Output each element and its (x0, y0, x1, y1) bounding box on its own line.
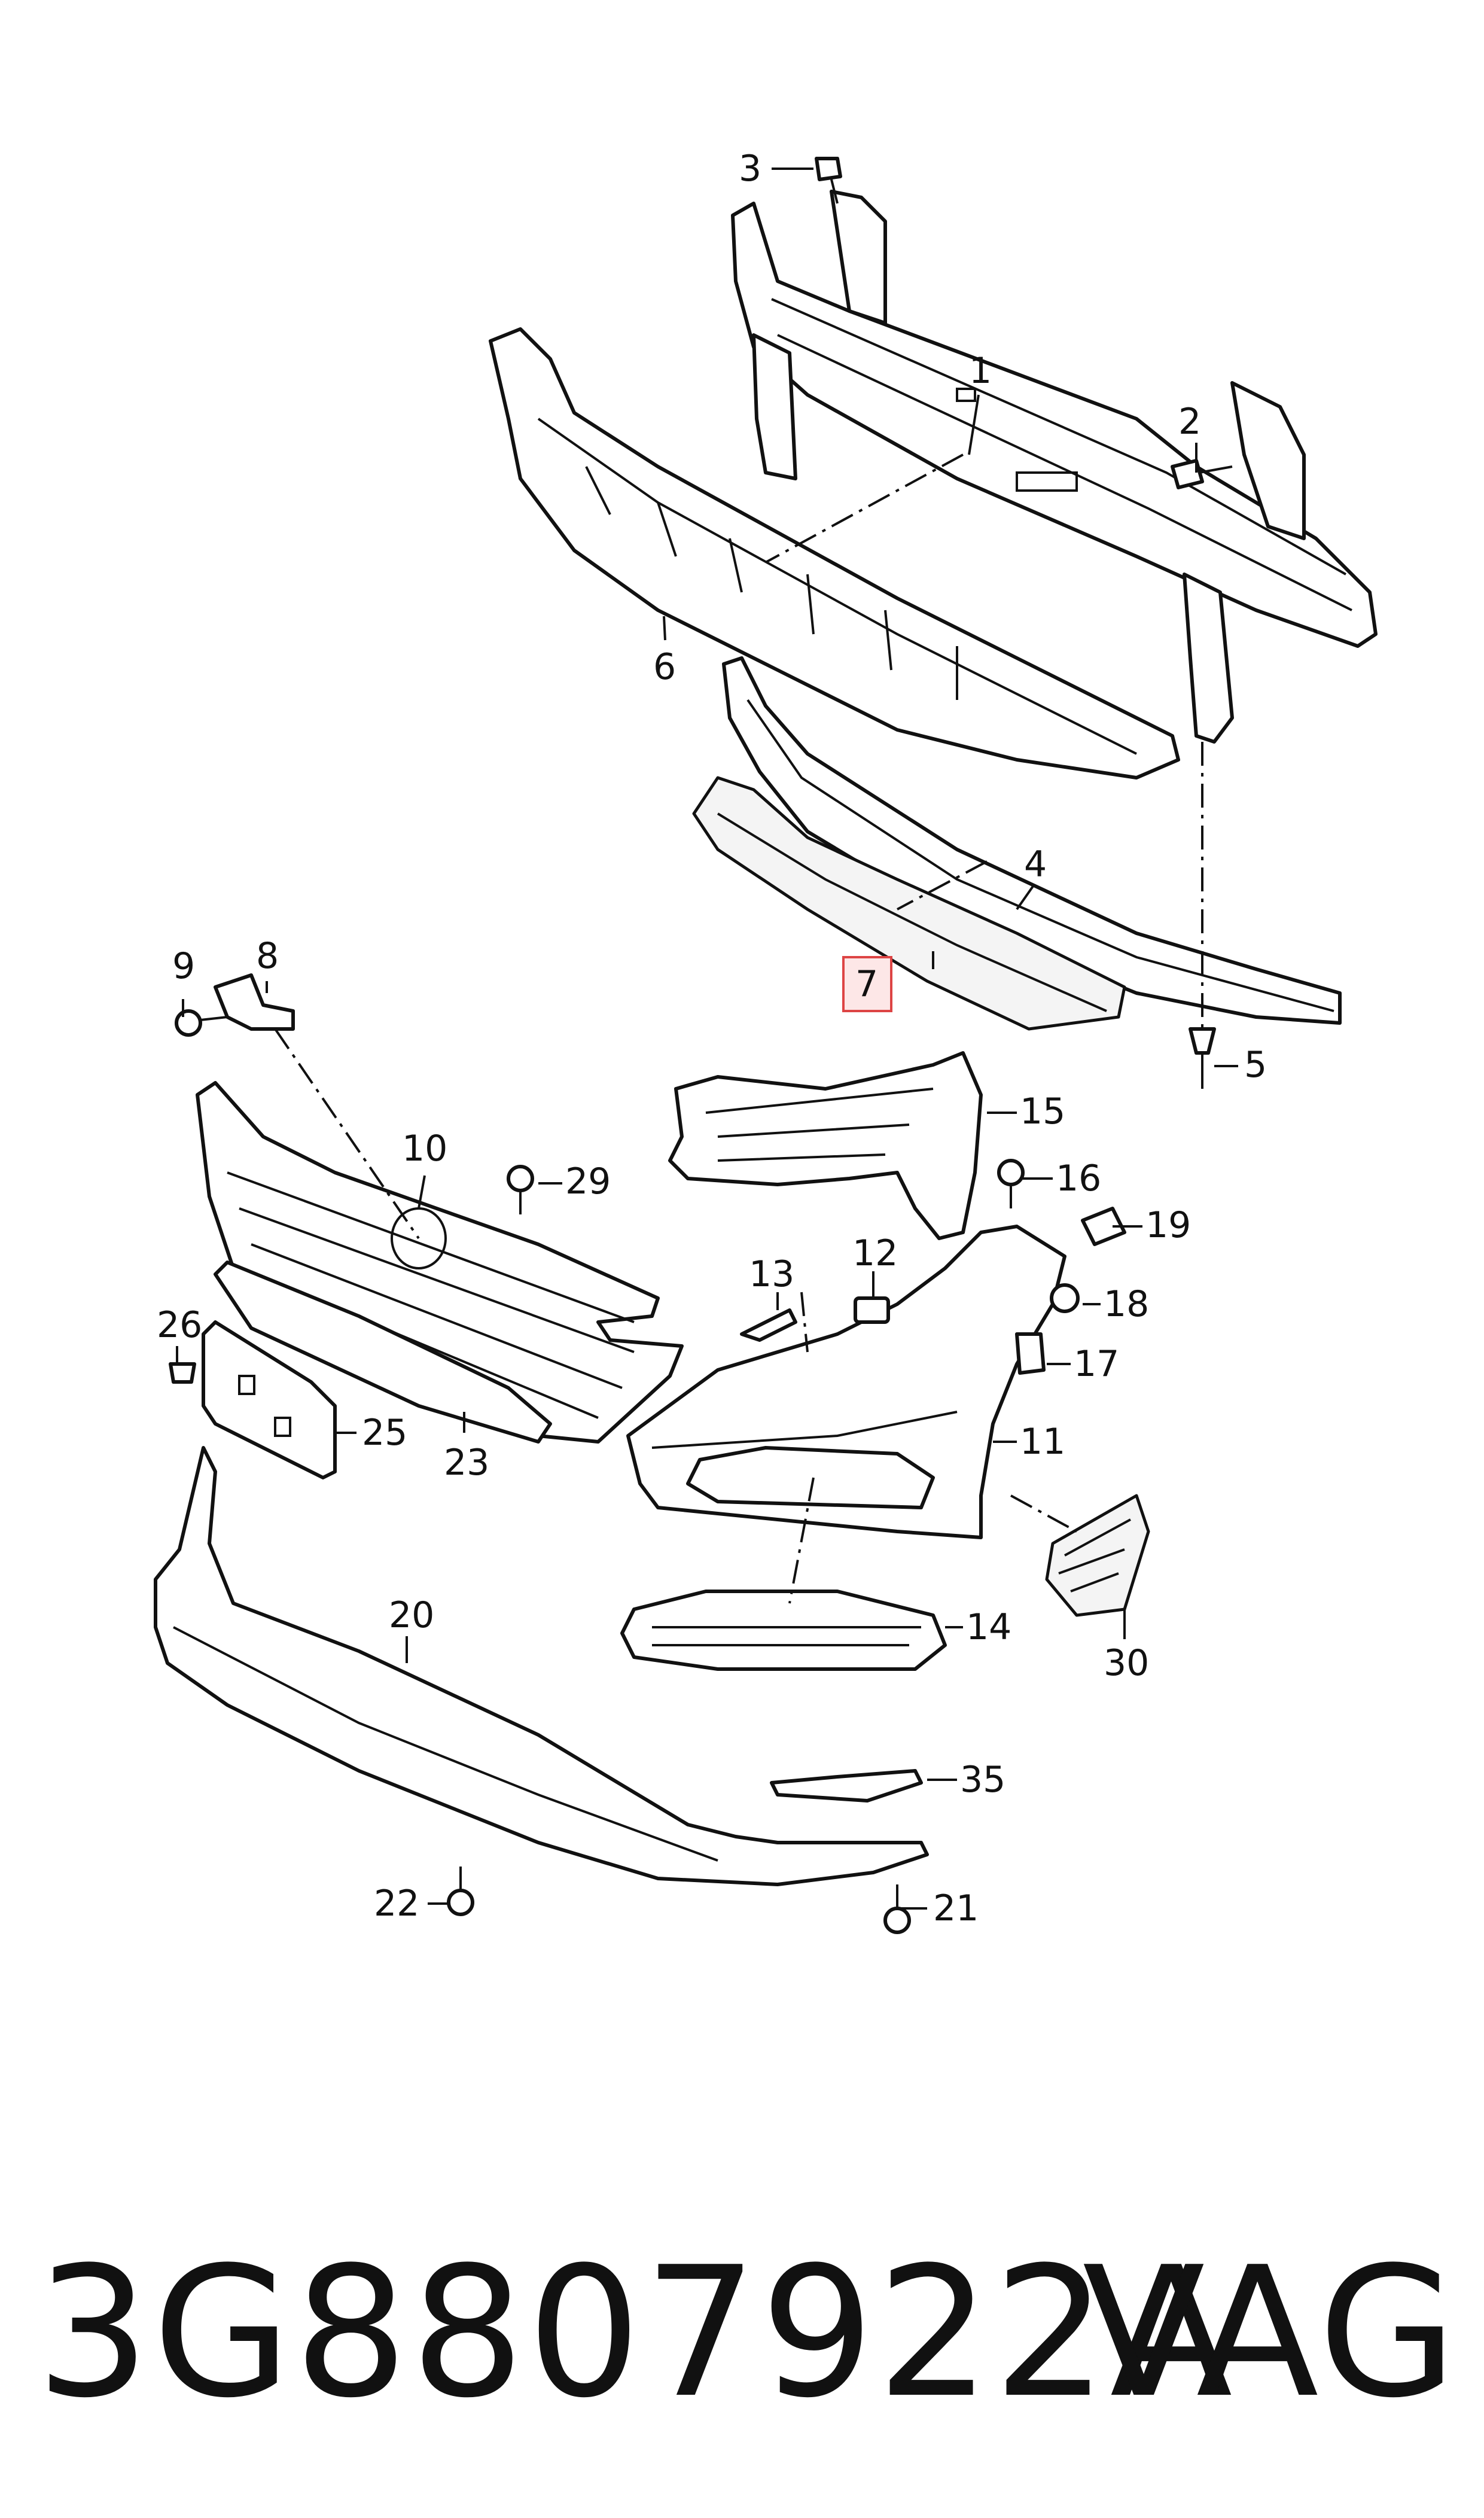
callout-15: 15 (1020, 1091, 1065, 1132)
part-25-plate-bracket (202, 1320, 337, 1479)
callout-19: 19 (1145, 1204, 1191, 1246)
callout-22: 22 (374, 1883, 419, 1925)
part-6-energy-absorber (489, 327, 1180, 780)
callout-6: 6 (653, 646, 676, 688)
part-20-lower-spoiler (154, 1446, 929, 1886)
leader-lines (176, 168, 1238, 1910)
part-info-footer: 3G8807922A VAG (36, 2225, 1459, 2441)
part-15-bracket (668, 1051, 983, 1240)
callout-labels: 3 1 2 6 4 5 7 8 9 10 29 15 16 19 12 13 1… (157, 148, 1267, 1929)
fastener-5-rivet (1189, 1027, 1216, 1089)
callout-9: 9 (172, 945, 195, 987)
callout-26: 26 (157, 1304, 202, 1346)
part-11-bumper-side (626, 1225, 1066, 1539)
part-23-grille-trim (214, 1260, 552, 1444)
fastener-26-clip (169, 1362, 196, 1384)
part-12-clip (854, 1296, 890, 1324)
part-1-bumper-beam (731, 190, 1378, 744)
fastener-17-clip (1015, 1332, 1046, 1375)
callout-30: 30 (1104, 1642, 1149, 1684)
callout-5: 5 (1244, 1044, 1267, 1086)
callout-7: 7 (855, 963, 878, 1005)
fastener-18-screw (1050, 1283, 1080, 1313)
callout-29: 29 (565, 1161, 611, 1202)
callout-35: 35 (960, 1759, 1005, 1801)
fastener-16-screw (997, 1159, 1025, 1208)
part-14-lower-grille (620, 1590, 947, 1671)
callout-4: 4 (1024, 844, 1047, 885)
callout-13: 13 (749, 1253, 794, 1295)
callout-20: 20 (389, 1594, 434, 1636)
callout-3: 3 (739, 148, 761, 190)
part-8-bracket (214, 973, 295, 1031)
fastener-19-clip (1081, 1207, 1126, 1246)
part-35-trim-piece (770, 1769, 923, 1803)
brand-name: VAG (1082, 2228, 1459, 2437)
fastener-29-screw (507, 1165, 534, 1214)
callout-2: 2 (1178, 401, 1201, 443)
callout-21: 21 (933, 1887, 979, 1929)
callout-12: 12 (852, 1232, 898, 1274)
callout-17: 17 (1074, 1343, 1119, 1385)
callout-18: 18 (1104, 1283, 1149, 1325)
part-number: 3G8807922A (36, 2228, 1235, 2437)
fastener-21-screw (883, 1884, 911, 1934)
fastener-3-screw (815, 157, 842, 204)
callout-25: 25 (362, 1412, 407, 1454)
callout-14: 14 (966, 1606, 1011, 1648)
callout-10: 10 (402, 1128, 447, 1170)
assembly-lines (274, 453, 1203, 1604)
callout-1: 1 (969, 350, 992, 392)
callout-7-highlight-box (842, 956, 892, 1012)
fastener-22-screw (447, 1867, 474, 1916)
diagram-canvas: 3 1 2 6 4 5 7 8 9 10 29 15 16 19 12 13 1… (154, 148, 1378, 1934)
callout-16: 16 (1056, 1158, 1101, 1199)
callout-8: 8 (256, 935, 279, 977)
callout-23: 23 (444, 1442, 489, 1484)
part-13-cover (740, 1308, 797, 1342)
part-30-mesh-insert (1045, 1494, 1150, 1617)
callout-11: 11 (1020, 1421, 1065, 1463)
fastener-2-screw (1171, 459, 1233, 489)
fasteners (169, 157, 1233, 1934)
